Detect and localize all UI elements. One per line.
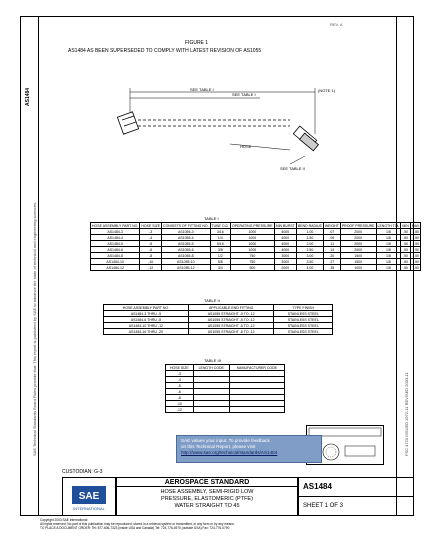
footer: Copyright 2003 SAE International All rig… — [40, 518, 390, 530]
standard-label: AEROSPACE STANDARD — [164, 479, 250, 486]
doc-number: AS1484 — [303, 482, 332, 491]
seal-graphic — [308, 427, 382, 461]
table1-cell: 500 — [230, 264, 275, 271]
figure-note: AS1484 AS BEEN SUPERSEDED TO COMPLY WITH… — [68, 48, 262, 54]
table1-cell: 4.00 — [295, 264, 324, 271]
left-margin-column: AS1484 SAE Technical Standards Board Rul… — [20, 16, 39, 516]
table2-caption: TABLE II — [204, 298, 220, 303]
title-line-2: PRESSURE, ELASTOMERIC (PTFE) — [161, 496, 253, 502]
sae-logo: SAE INTERNATIONAL — [72, 486, 106, 511]
footer-line-2: All rights reserved. No part of this pub… — [40, 522, 235, 526]
left-doc-id: AS1484 — [25, 87, 31, 106]
table3-caption: TABLE III — [204, 358, 221, 363]
drawing-label-2: SEE TABLE I — [232, 92, 256, 97]
table2-cell: AS1055 STRAIGHT -5 TO -12 — [187, 328, 275, 335]
feedback-link[interactable]: http://www.sae.org/technical/standards/A… — [181, 450, 278, 455]
table1-cell: 1.50 — [409, 264, 422, 271]
title-line-3: WATER STRAIGHT TO 45 — [174, 503, 240, 509]
drawing-label-1: SEE TABLE I — [190, 87, 214, 92]
hose-body — [138, 119, 290, 127]
table1-cell: 1000 — [339, 264, 377, 271]
table1-cell: 3/4 — [209, 264, 232, 271]
custodian-label: CUSTODIAN: G-3 — [62, 469, 103, 475]
table2: HOSE ASSEMBLY PART NO.APPLICABLE END FIT… — [103, 304, 333, 335]
table1-cell: 2000 — [273, 264, 297, 271]
table3-row: -12 — [165, 406, 286, 413]
title-line-1: HOSE ASSEMBLY, SEMI-RIGID LOW — [160, 489, 254, 495]
table2-cell: STAINLESS STEEL — [273, 328, 333, 335]
title-cell: HOSE ASSEMBLY, SEMI-RIGID LOW PRESSURE, … — [116, 486, 298, 516]
table3-cell — [192, 406, 230, 413]
doc-number-cell: AS1484 — [298, 477, 414, 497]
footer-line-3: TO PLACE A DOCUMENT ORDER: Tel: 877-606-… — [40, 526, 230, 530]
table1-cell: .50 — [400, 264, 411, 271]
table1-cell: .35 — [322, 264, 341, 271]
feedback-line-2: on this Technical Report, please visit — [181, 444, 256, 449]
table2-cell: AS1484-16 THRU -20 — [103, 328, 189, 335]
fitting-left — [116, 111, 140, 135]
table3-cell — [228, 406, 286, 413]
revision-label: REV. A — [330, 22, 343, 27]
table1-cell: 1/8 — [375, 264, 402, 271]
feedback-line-1: SAE values your input. To provide feedba… — [181, 438, 270, 443]
table1-caption: TABLE I — [204, 216, 219, 221]
table3-cell: -12 — [165, 406, 194, 413]
dimension-lines — [129, 88, 316, 165]
sheet-label: SHEET 1 OF 3 — [303, 503, 343, 509]
table1-cell: -12 — [139, 264, 163, 271]
logo-text: SAE — [79, 491, 100, 502]
fitting-right — [292, 125, 320, 152]
drawing-label-5: (NOTE 1) — [318, 88, 336, 93]
sheet-cell: SHEET 1 OF 3 — [298, 496, 414, 516]
footer-line-1: Copyright 2003 SAE International — [40, 518, 88, 522]
feedback-box: SAE values your input. To provide feedba… — [176, 435, 322, 463]
left-margin-text: SAE Technical Standards Board Rules prov… — [32, 201, 37, 456]
table1-cell: AS1055-12 — [161, 264, 211, 271]
logo-subtext: INTERNATIONAL — [73, 506, 105, 511]
hose-assembly-drawing: SEE TABLE I SEE TABLE I HOSE SEE TABLE I… — [116, 87, 336, 171]
drawing-label-3: HOSE — [240, 144, 252, 149]
table1-cell: AS1484-12 — [89, 264, 141, 271]
figure-title: FIGURE 1 — [185, 40, 209, 46]
drawing-label-4: SEE TABLE II — [280, 166, 305, 171]
logo-cell — [62, 477, 116, 516]
right-margin-text: FSC 4720 ISSUED 1972-11 REVISED 2003-11 — [404, 372, 409, 456]
